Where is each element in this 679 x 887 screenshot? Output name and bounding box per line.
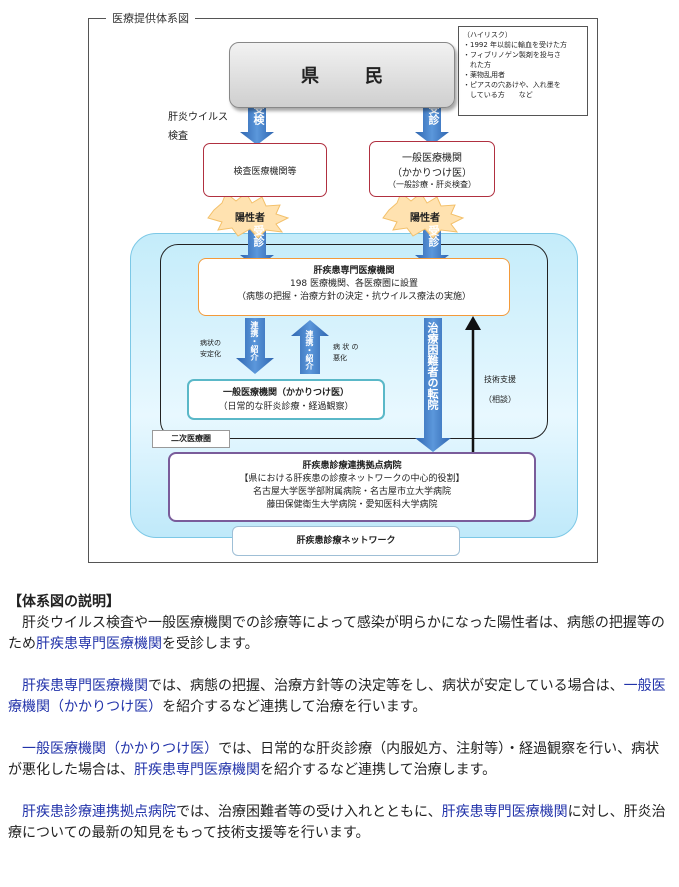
diagram-title: 医療提供体系図 — [106, 10, 195, 26]
description-heading: 【体系図の説明】 — [8, 594, 120, 610]
arrow-tenin-label: 治療困難者の転院 — [426, 322, 439, 410]
worsened-note-line: 悪化 — [333, 354, 347, 362]
arrow-renkei-up-label: 連携・紹介 — [305, 330, 314, 370]
family-doctor-role: （日常的な肝炎診療・経過観察） — [218, 402, 354, 412]
risk-item: ・1992 年以前に輸血を受けた方 — [463, 41, 568, 49]
text — [8, 678, 22, 694]
stabilized-note-line: 安定化 — [200, 350, 221, 358]
arrow-jushin-label: 受診 — [427, 103, 440, 125]
arrow-renkei-down-label: 連携・紹介 — [250, 321, 259, 361]
positive-burst-2: 陽性者 — [410, 212, 440, 224]
stabilized-note: 病状の 安定化 — [200, 338, 221, 360]
arrow-jushin-label: 受診 — [427, 225, 440, 247]
link-family-doctor[interactable]: 一般医療機関（かかりつけ医） — [22, 741, 219, 757]
arrow-tenin — [415, 318, 451, 452]
hub-hospital-list: 名古屋大学医学部附属病院・名古屋市立大学病院 — [252, 487, 451, 497]
description-paragraph-3: 一般医療機関（かかりつけ医）では、日常的な肝炎診療（内服処方、注射等）・経過観察… — [8, 739, 672, 781]
diagram-arrows — [207, 100, 481, 452]
arrow-jukan-label: 受検 — [252, 103, 265, 125]
positive-burst-1: 陽性者 — [235, 212, 265, 224]
text — [8, 741, 22, 757]
tech-support-line: （相談） — [484, 395, 516, 404]
text: 肝炎ウイルス検査や一般医療機関での診療等によって感染が明らかになった陽性者は、病… — [8, 615, 665, 652]
text: では、治療困難者等の受け入れとともに、 — [176, 804, 442, 820]
arrow-jushin-label: 受診 — [252, 225, 265, 247]
virus-test-label: 肝炎ウイルス — [168, 112, 228, 123]
risk-item: している方 など — [463, 91, 533, 99]
text: に対し、肝炎治療についての最新の知見をもって技術支援等を行います。 — [8, 804, 666, 841]
text: では、病態の把握、治療方針等の決定等をし、病状が安定している場合は、 — [148, 678, 624, 694]
general-clinic-box: 一般医療機関 （かかりつけ医） （一般診療・肝炎検査） — [369, 141, 495, 197]
text: では、日常的な肝炎診療（内服処方、注射等）・経過観察を行い、病状が悪化した場合は… — [8, 741, 660, 778]
hub-hospital-list: 藤田保健衛生大学病院・愛知医科大学病院 — [266, 500, 438, 510]
specialist-title: 肝疾患専門医療機関 — [313, 266, 395, 276]
kenmin-box: 県民 — [229, 42, 455, 108]
text — [8, 804, 22, 820]
description-paragraph-2: 肝疾患専門医療機関では、病態の把握、治療方針等の決定等をし、病状が安定している場… — [8, 676, 672, 718]
hub-hospital-title: 肝疾患診療連携拠点病院 — [302, 461, 402, 471]
risk-item: ・薬物乱用者 — [463, 71, 505, 79]
diagram-frame — [88, 18, 598, 563]
arrow-jukan — [240, 100, 274, 145]
link-specialist[interactable]: 肝疾患専門医療機関 — [36, 636, 162, 652]
description-paragraph-1: 肝炎ウイルス検査や一般医療機関での診療等によって感染が明らかになった陽性者は、病… — [8, 613, 672, 655]
general-clinic-title: 一般医療機関 — [402, 152, 462, 164]
general-clinic-note: （一般診療・肝炎検査） — [388, 179, 476, 189]
high-risk-box: （ハイリスク） ・1992 年以前に輸血を受けた方 ・フィブリノゲン製剤を投与さ… — [458, 26, 588, 116]
tech-support-note: 技術支援 （相談） — [484, 370, 516, 410]
risk-item: れた方 — [463, 61, 491, 69]
family-doctor-title: 一般医療機関（かかりつけ医） — [222, 388, 350, 398]
risk-item: ・ピアスの穴あけや、入れ墨を — [463, 81, 561, 89]
risk-item: ・フィブリノゲン製剤を投与さ — [463, 51, 561, 59]
tech-support-line: 技術支援 — [484, 375, 516, 384]
secondary-medical-area — [160, 244, 548, 439]
specialist-count: 198 医療機関、各医療圏に設置 — [289, 279, 419, 289]
stabilized-note-line: 病状の — [200, 339, 221, 347]
link-specialist[interactable]: 肝疾患専門医療機関 — [134, 762, 260, 778]
kenmin-label: 県民 — [301, 66, 429, 87]
specialist-role: （病態の把握・治療方針の決定・抗ウイルス療法の実施） — [236, 292, 471, 302]
arrow-renkei-up — [291, 320, 329, 374]
link-hub-hospital[interactable]: 肝疾患診療連携拠点病院 — [22, 804, 176, 820]
description: 【体系図の説明】 肝炎ウイルス検査や一般医療機関での診療等によって感染が明らかに… — [8, 592, 672, 844]
worsened-note-line: 病 状 の — [333, 343, 359, 351]
family-doctor-box: 一般医療機関（かかりつけ医） （日常的な肝炎診療・経過観察） — [187, 379, 385, 420]
secondary-area-label: 二次医療圏 — [152, 430, 230, 448]
specialist-institution-box: 肝疾患専門医療機関 198 医療機関、各医療圏に設置 （病態の把握・治療方針の決… — [198, 258, 510, 316]
arrow-jushin-1 — [415, 100, 449, 145]
worsened-note: 病 状 の 悪化 — [333, 342, 358, 364]
test-institution-box: 検査医療機関等 — [203, 143, 327, 197]
burst-shape-2 — [382, 192, 465, 239]
virus-test-label: 検査 — [168, 131, 188, 142]
link-specialist[interactable]: 肝疾患専門医療機関 — [441, 804, 568, 820]
text: を紹介するなど連携して治療を行います。 — [162, 699, 427, 715]
test-institution-label: 検査医療機関等 — [233, 166, 297, 177]
burst-shape-1 — [207, 192, 290, 239]
hub-hospital-box: 肝疾患診療連携拠点病院 【県における肝疾患の診療ネットワークの中心的役割】 名古… — [168, 452, 536, 522]
text: を受診します。 — [162, 636, 259, 652]
general-clinic-subtitle: （かかりつけ医） — [391, 167, 473, 179]
description-paragraph-4: 肝疾患診療連携拠点病院では、治療困難者等の受け入れとともに、肝疾患専門医療機関に… — [8, 802, 672, 844]
link-family-doctor[interactable]: 一般医療機関（かかりつけ医） — [8, 678, 666, 715]
arrow-jushin-2 — [240, 222, 274, 268]
text: を紹介するなど連携して治療します。 — [260, 762, 497, 778]
hub-hospital-role: 【県における肝疾患の診療ネットワークの中心的役割】 — [239, 474, 465, 484]
arrow-renkei-down — [236, 318, 274, 374]
arrow-jushin-3 — [415, 222, 449, 268]
risk-title: （ハイリスク） — [463, 31, 512, 39]
network-label: 肝疾患診療ネットワーク — [232, 526, 460, 556]
link-specialist[interactable]: 肝疾患専門医療機関 — [22, 678, 148, 694]
